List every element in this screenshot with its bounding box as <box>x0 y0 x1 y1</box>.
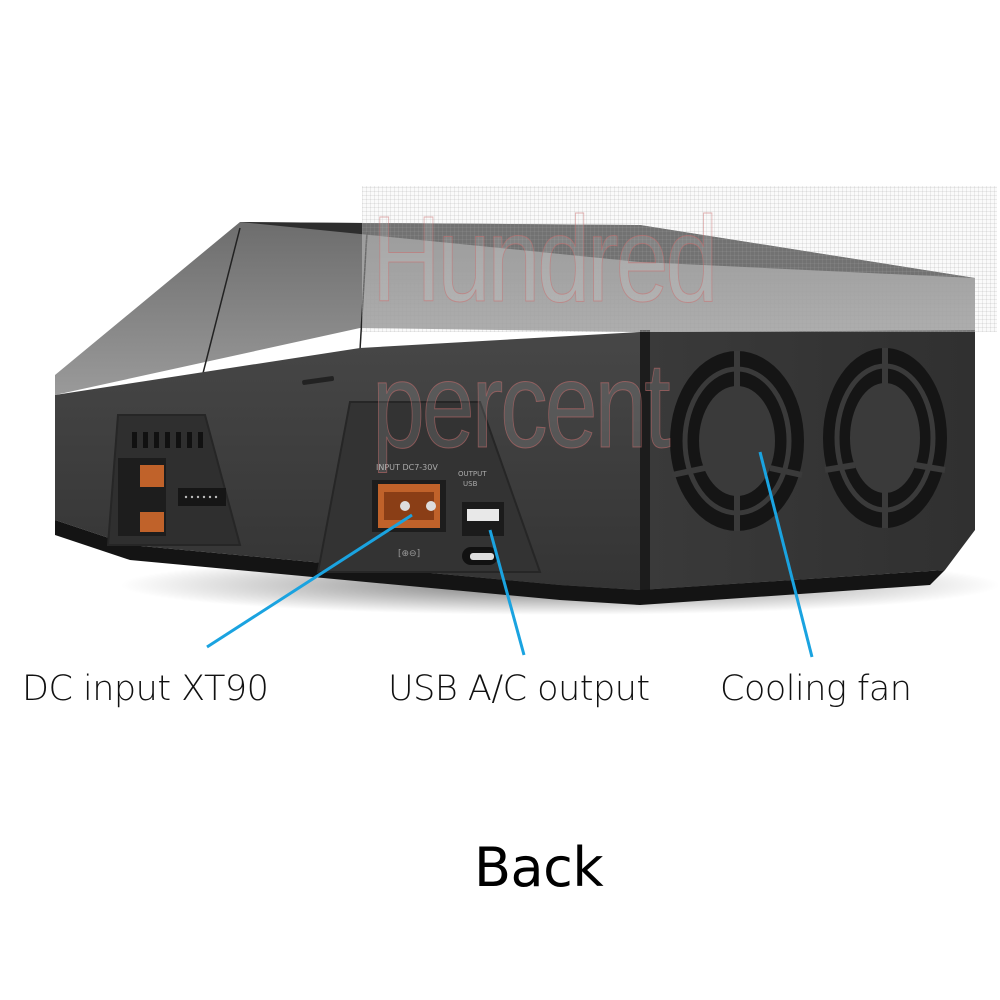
svg-text:OUTPUT: OUTPUT <box>458 470 487 478</box>
cooling-fan-right <box>823 348 947 528</box>
usb-c-port <box>470 553 494 560</box>
xt60-output-port <box>140 465 164 487</box>
cooling-fan-left <box>670 351 804 531</box>
usb-a-port <box>467 509 499 521</box>
caption-view: Back <box>474 836 604 899</box>
balance-port-bay <box>106 414 242 546</box>
svg-text:USB: USB <box>463 480 478 488</box>
callout-label-usb-output: USB A/C output <box>388 669 650 709</box>
top-panel <box>55 222 975 395</box>
callout-line-usb-output <box>488 529 526 656</box>
callout-line-dc-input <box>206 513 413 649</box>
vent-slots <box>132 432 203 448</box>
callout-label-dc-input: DC input XT90 <box>22 669 269 709</box>
input-port-label: INPUT DC7-30V <box>376 463 438 472</box>
callout-line-cooling-fan <box>758 451 814 658</box>
svg-text:[⊕⊖]: [⊕⊖] <box>398 549 420 559</box>
callout-label-cooling-fan: Cooling fan <box>720 669 912 709</box>
balance-port <box>178 488 226 506</box>
input-port-bay: INPUT DC7-30V OUTPUT USB [⊕⊖] <box>316 401 542 573</box>
